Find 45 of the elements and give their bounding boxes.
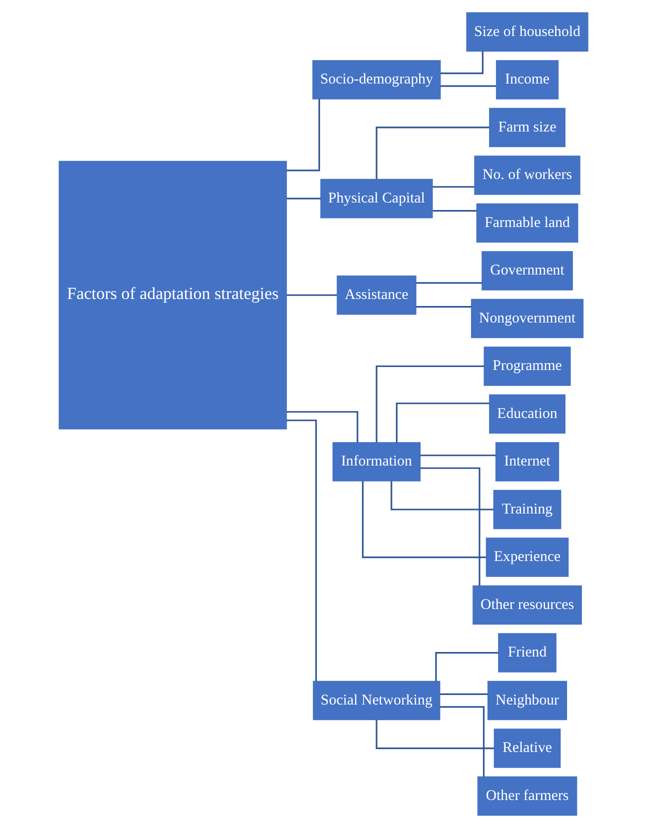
node-box: Factors of adaptation strategies bbox=[58, 160, 286, 430]
connector bbox=[432, 210, 476, 212]
node-box: Experience bbox=[485, 538, 568, 577]
node-box: Income bbox=[495, 60, 558, 100]
node-box: Assistance bbox=[336, 276, 416, 315]
node-box: Relative bbox=[493, 728, 560, 768]
connector bbox=[390, 480, 494, 510]
connector bbox=[432, 186, 474, 188]
node-box: Physical Capital bbox=[320, 178, 432, 218]
connector bbox=[286, 411, 358, 443]
node-box: Social Networking bbox=[312, 680, 440, 720]
connector bbox=[440, 693, 488, 695]
connector bbox=[375, 720, 494, 750]
node-box: Farm size bbox=[488, 108, 565, 148]
connector bbox=[375, 365, 484, 442]
node-box: Information bbox=[332, 442, 420, 482]
connector bbox=[416, 282, 482, 284]
node-box: Friend bbox=[498, 633, 556, 672]
connector bbox=[440, 51, 483, 74]
connector bbox=[286, 98, 320, 172]
connector bbox=[286, 198, 320, 200]
node-box: Government bbox=[481, 251, 572, 290]
node-box: No. of workers bbox=[474, 156, 580, 195]
node-box: Education bbox=[488, 394, 565, 434]
node-box: Other farmers bbox=[476, 776, 577, 816]
connector bbox=[439, 706, 484, 777]
node-box: Programme bbox=[483, 346, 570, 386]
node-box: Internet bbox=[494, 442, 559, 482]
connector bbox=[395, 402, 489, 443]
node-box: Socio-demography bbox=[312, 60, 440, 100]
connector bbox=[440, 85, 496, 87]
node-box: Other resources bbox=[472, 585, 582, 625]
connector bbox=[420, 467, 480, 586]
connector bbox=[416, 306, 471, 308]
connector bbox=[286, 294, 336, 296]
connector bbox=[420, 454, 496, 456]
connector bbox=[434, 652, 498, 682]
node-box: Size of household bbox=[466, 12, 588, 52]
node-box: Farmable land bbox=[476, 203, 578, 243]
node-box: Neighbour bbox=[486, 680, 567, 720]
connector bbox=[375, 126, 489, 180]
connector bbox=[361, 481, 486, 558]
node-box: Training bbox=[492, 490, 561, 530]
node-box: Nongovernment bbox=[470, 298, 583, 338]
connector bbox=[286, 420, 316, 682]
